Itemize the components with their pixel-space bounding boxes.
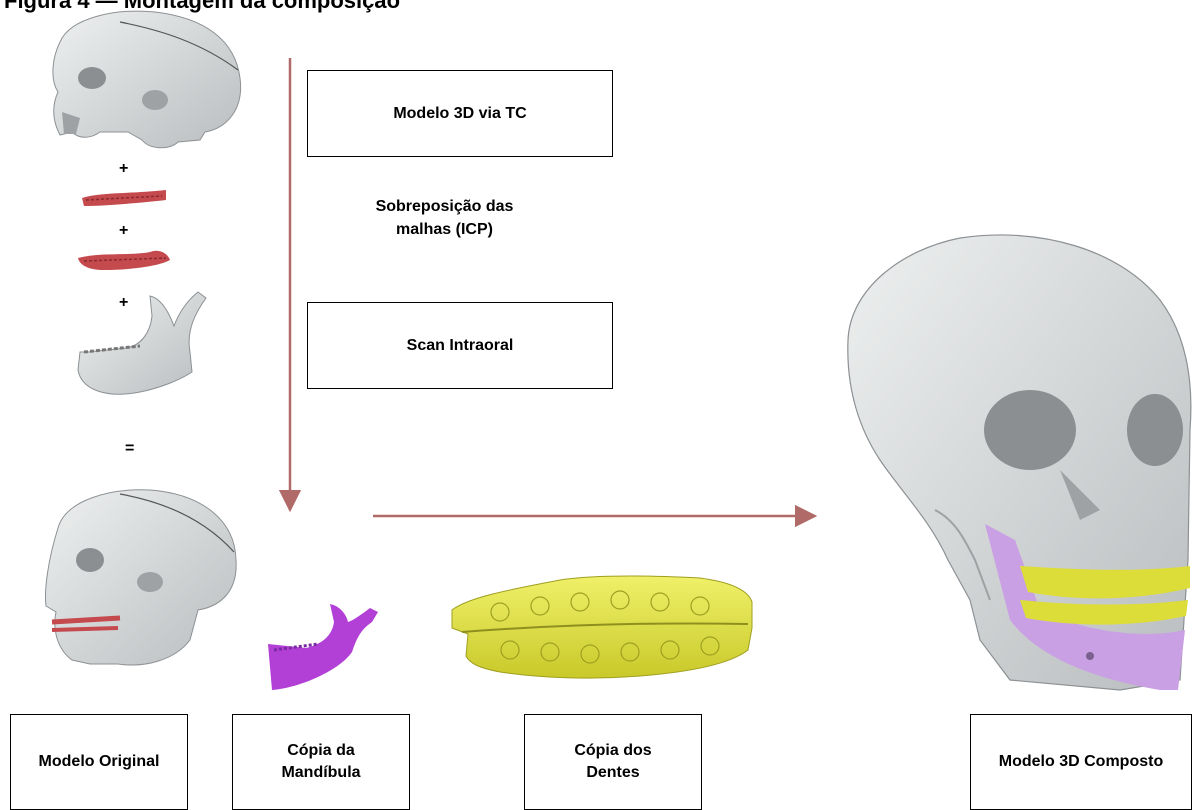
- teeth-copy-box: Cópia dos Dentes: [524, 714, 702, 810]
- composite-model-box: Modelo 3D Composto: [970, 714, 1192, 810]
- mandible-copy-box: Cópia da Mandíbula: [232, 714, 410, 810]
- jaw-icon: [78, 292, 206, 394]
- original-model-label: Modelo Original: [39, 751, 160, 773]
- teeth-copy-icon: [452, 576, 752, 678]
- teeth-copy-label: Cópia dos Dentes: [574, 740, 651, 783]
- composite-model-label: Modelo 3D Composto: [999, 751, 1163, 773]
- upper-teeth-scan-icon: [82, 190, 166, 206]
- ct-model-label: Modelo 3D via TC: [393, 103, 526, 125]
- plus-sign-1: +: [119, 160, 128, 178]
- ct-model-box: Modelo 3D via TC: [307, 70, 613, 157]
- mandible-copy-icon: [268, 604, 378, 690]
- overlay-label: Sobreposição das malhas (ICP): [352, 195, 537, 241]
- intraoral-label: Scan Intraoral: [407, 335, 514, 357]
- equals-sign: =: [125, 440, 134, 458]
- plus-sign-3: +: [119, 294, 128, 312]
- composite-skull-icon: [848, 235, 1191, 690]
- original-model-box: Modelo Original: [10, 714, 188, 810]
- lower-teeth-scan-icon: [78, 251, 170, 270]
- intraoral-box: Scan Intraoral: [307, 302, 613, 389]
- mandible-copy-label: Cópia da Mandíbula: [281, 740, 360, 783]
- plus-sign-2: +: [119, 222, 128, 240]
- skull-top-icon: [53, 11, 241, 148]
- skull-bottom-icon: [46, 490, 237, 665]
